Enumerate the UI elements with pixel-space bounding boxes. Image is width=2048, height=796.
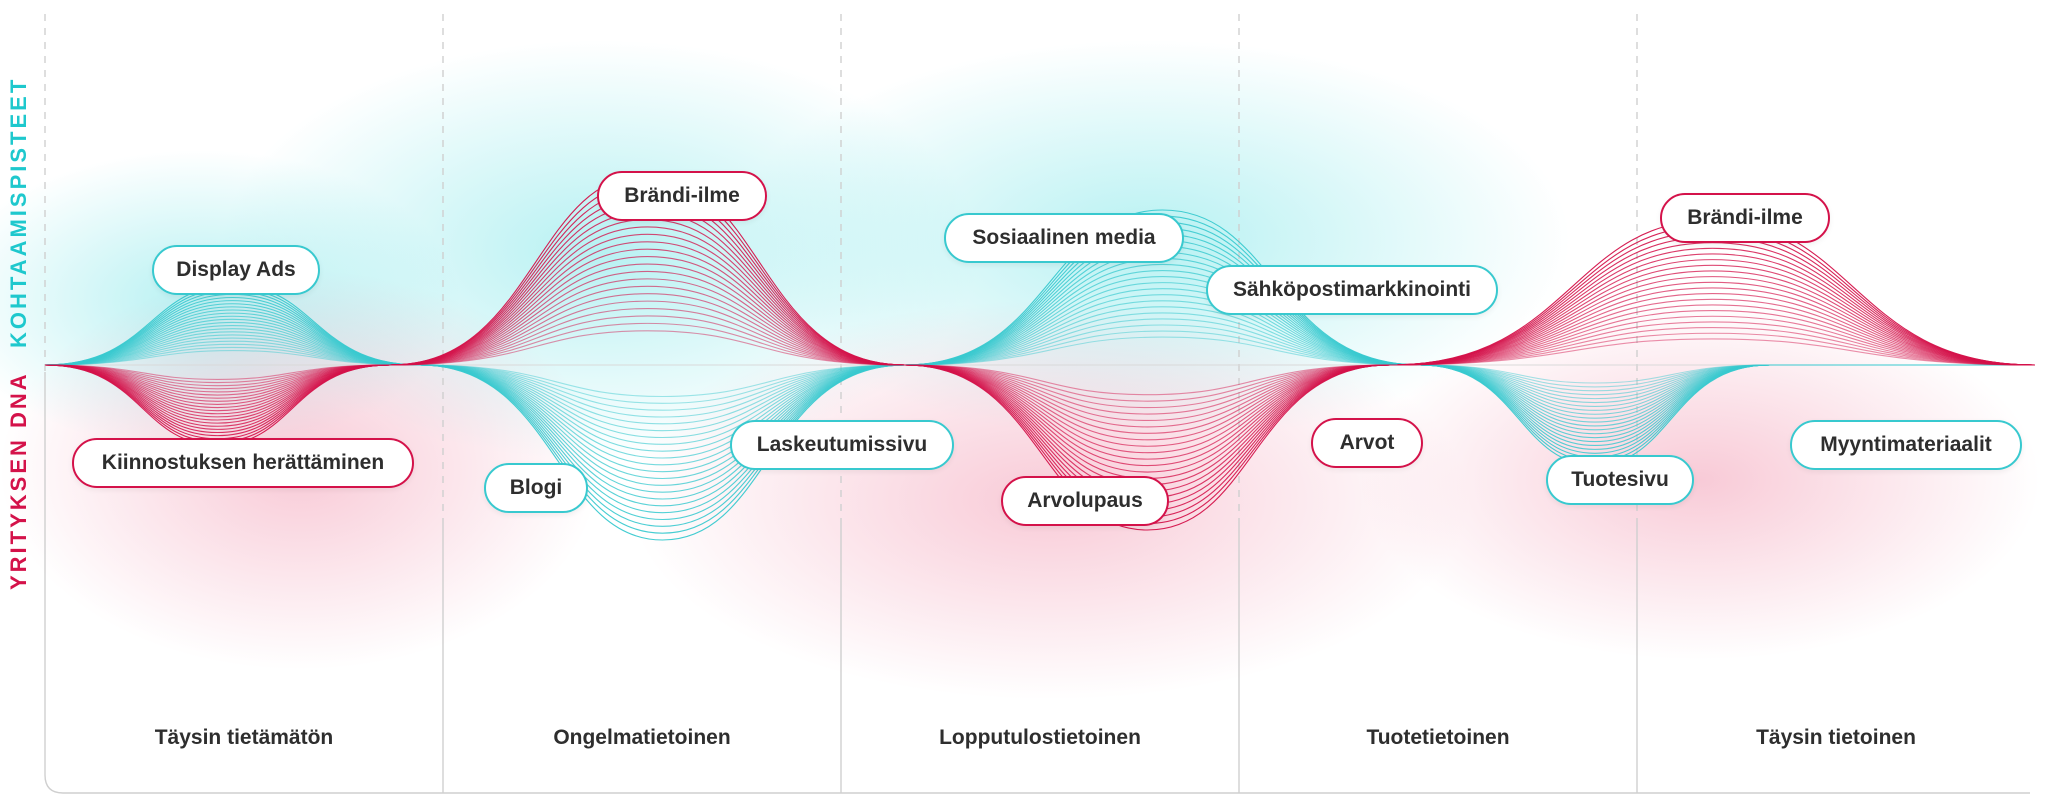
dna-wave-line — [44, 322, 2036, 402]
dna-wave-line — [44, 256, 2036, 460]
dna-kiinnostuksen-herattaminen[interactable]: Kiinnostuksen herättäminen — [72, 438, 414, 488]
touchpoints-axis-label: KOHTAAMISPISTEET — [6, 76, 31, 348]
stage-label-5: Täysin tietoinen — [1756, 726, 1916, 749]
dna-wave-line — [44, 241, 2036, 473]
touchpoint-waves — [44, 209, 2035, 541]
diagram-frame — [44, 372, 2030, 794]
dna-wave-line — [44, 226, 2036, 486]
dna-wave-line — [44, 174, 2036, 531]
dna-wave-line — [44, 263, 2036, 454]
dna-wave-line — [44, 196, 2036, 512]
touchpoint-sahkopostimarkkinointi[interactable]: Sähköpostimarkkinointi — [1206, 265, 1498, 315]
dna-arvot[interactable]: Arvot — [1311, 418, 1423, 468]
touchpoint-laskeutumissivu[interactable]: Laskeutumissivu — [730, 420, 954, 470]
dna-waves — [44, 174, 2036, 531]
dna-wave-line — [44, 189, 2036, 518]
dna-wave-line — [44, 181, 2036, 525]
touchpoint-display-ads[interactable]: Display Ads — [152, 245, 320, 295]
dna-axis-label: YRITYKSEN DNA — [6, 371, 31, 590]
dna-wave-line — [44, 330, 2036, 396]
dna-brandi-ilme-1[interactable]: Brändi-ilme — [597, 171, 767, 221]
dna-wave-line — [44, 315, 2036, 409]
dna-brandi-ilme-2[interactable]: Brändi-ilme — [1660, 193, 1830, 243]
stage-label-1: Täysin tietämätön — [154, 726, 334, 749]
dna-wave-line — [44, 307, 2036, 415]
dna-arvolupaus[interactable]: Arvolupaus — [1001, 476, 1169, 526]
dna-wave-line — [44, 204, 2036, 505]
stage-label-2: Ongelmatietoinen — [553, 726, 731, 749]
touchpoint-blogi[interactable]: Blogi — [484, 463, 588, 513]
stage-label-4: Tuotetietoinen — [1366, 726, 1510, 749]
dna-wave-line — [44, 248, 2036, 467]
dna-wave-line — [44, 300, 2036, 422]
touchpoint-sosiaalinen-media[interactable]: Sosiaalinen media — [944, 213, 1184, 263]
touchpoint-myyntimateriaalit[interactable]: Myyntimateriaalit — [1790, 420, 2022, 470]
touchpoint-tuotesivu[interactable]: Tuotesivu — [1546, 455, 1694, 505]
stage-label-3: Lopputulostietoinen — [939, 726, 1141, 749]
